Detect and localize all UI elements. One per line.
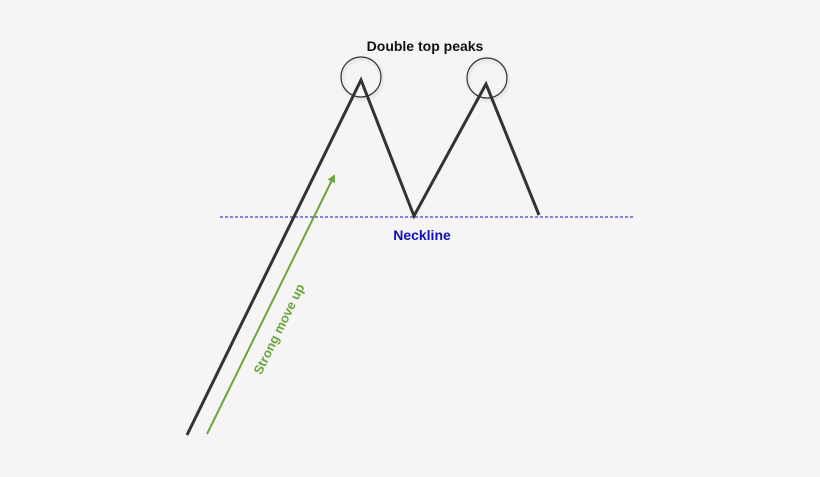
neckline-label: Neckline — [393, 227, 451, 243]
peak-circle-left — [340, 56, 382, 98]
price-line — [185, 76, 541, 436]
arrow-up-right-icon — [206, 174, 335, 435]
peak-circle-right — [466, 57, 508, 99]
diagram-title: Double top peaks — [367, 38, 484, 54]
